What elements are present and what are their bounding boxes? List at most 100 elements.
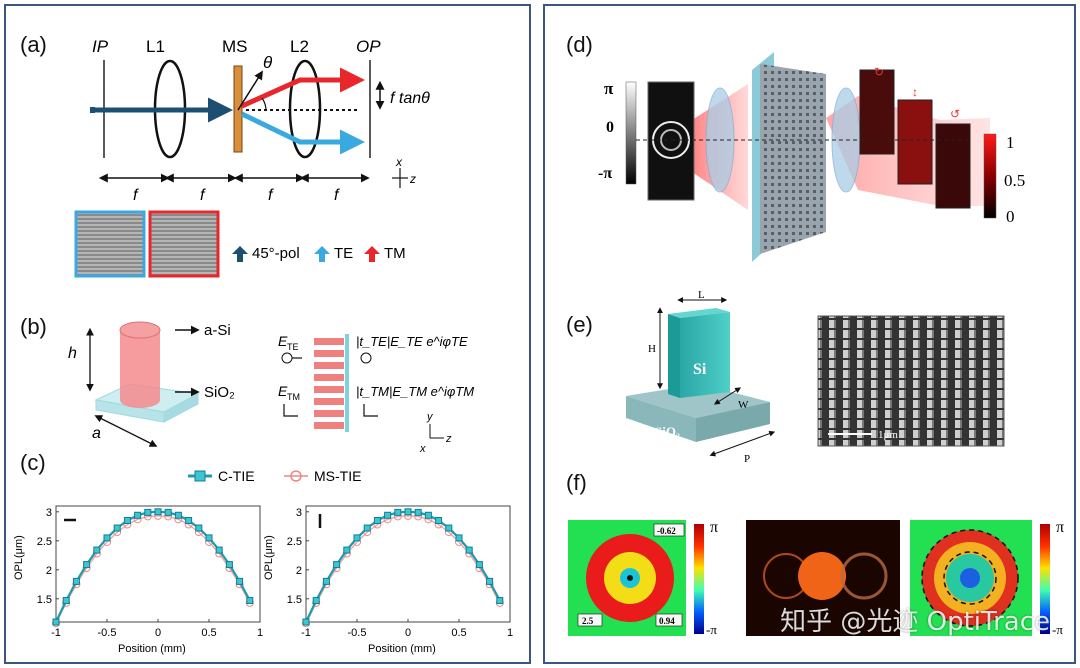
panel-f-label: (f): [566, 470, 587, 495]
data-point-c-tie: [465, 546, 473, 554]
data-point-c-tie: [246, 597, 254, 605]
xtick-label: 0.5: [201, 627, 216, 639]
pillar-top: [119, 321, 161, 339]
data-point-c-tie: [144, 508, 152, 516]
shift-label: f tanθ: [390, 90, 430, 107]
data-point-c-tie: [435, 517, 443, 524]
ytick-label: 2.5: [287, 536, 302, 548]
d-pi-label: π: [604, 79, 614, 98]
ytick-label: 3: [296, 507, 302, 519]
sem-image: [818, 316, 1004, 446]
xtick-label: 1: [507, 627, 513, 639]
w-arrow: [713, 387, 742, 405]
f-minus-pi-label-1: -π: [706, 622, 717, 637]
panel-b: (b) h a a-Si SiO₂ E TE E TM |: [20, 314, 474, 455]
te-out-of-plane-icon: [360, 352, 372, 364]
tm-beam: [240, 67, 365, 109]
value-box-2: [577, 613, 603, 627]
data-point-c-tie: [424, 511, 432, 519]
data-point-c-tie: [353, 534, 361, 542]
p-label: P: [744, 453, 750, 465]
te-beam: [240, 111, 365, 155]
legend-mstie-marker: [290, 470, 302, 482]
l-label: L: [698, 289, 705, 301]
xtick-label: 0.5: [451, 627, 466, 639]
cb-1-label: 1: [1006, 133, 1015, 152]
xtick-label: 1: [257, 627, 263, 639]
cb-05-label: 0.5: [1004, 171, 1025, 190]
ring-center: [627, 575, 633, 581]
panel-c: (c) C-TIE MS-TIE OPL(μm) Position (mm) 1…: [13, 450, 513, 655]
input-phase-image: [647, 81, 695, 201]
linear-pol-icon: ↕: [912, 85, 918, 99]
data-point-c-tie: [195, 524, 203, 532]
tm-axes-icon: [363, 404, 378, 417]
te-metasurface-image: [74, 210, 146, 278]
pol45-arrow-icon: [232, 246, 248, 262]
cb-0-label: 0: [1006, 207, 1015, 226]
data-point-c-tie: [164, 508, 172, 516]
right-figure-frame: [543, 4, 1076, 664]
xtick-label: -0.5: [348, 627, 367, 639]
axis-z-label: z: [409, 172, 416, 186]
panel-a: (a) IP L1 MS L2 OP θ f tanθ f f f f: [20, 32, 430, 278]
data-point-c-tie: [496, 597, 504, 605]
op-label: OP: [356, 37, 381, 56]
si-label: Si: [693, 361, 707, 378]
f-pi-label-1: π: [710, 519, 718, 536]
etm-axes-icon: [283, 404, 298, 417]
panel-a-label: (a): [20, 32, 47, 57]
ytick-label: 2.5: [37, 536, 52, 548]
data-point-c-tie: [174, 511, 182, 519]
theta-label: θ: [263, 53, 273, 72]
ip-label: IP: [92, 37, 109, 56]
panel-e-label: (e): [566, 312, 593, 337]
panel-d: (d) π 0 -π ↻ ↕ ↺ 1 0.5 0: [566, 32, 1025, 262]
width-arrow: [94, 415, 158, 447]
intensity-ring-3: [840, 552, 888, 600]
value-2: 2.5: [582, 616, 594, 626]
ytick-label: 2: [46, 565, 52, 577]
h-label: h: [68, 345, 77, 362]
e-substrate-front: [626, 396, 696, 442]
data-point-c-tie: [185, 517, 193, 524]
ete-out-of-plane-icon: [281, 352, 293, 364]
data-point-c-tie: [445, 524, 453, 532]
recovered-dashed-inner: [943, 551, 997, 605]
axis-x-label: x: [395, 155, 403, 169]
sio2-label: SiO₂: [204, 384, 235, 401]
data-point-c-tie: [486, 577, 494, 585]
asi-label: a-Si: [204, 322, 231, 339]
etm-sub: TM: [287, 392, 300, 402]
pillar-body: [120, 330, 160, 408]
value-box-1: [653, 523, 685, 537]
f-label-1: f: [133, 187, 139, 204]
tm-arrow-icon: [364, 246, 380, 262]
b-axis-x: x: [419, 443, 426, 455]
xtick-label: -1: [51, 627, 61, 639]
tm-metasurface-image: [148, 210, 220, 278]
data-point-c-tie: [302, 618, 310, 626]
left-figure-frame: [4, 4, 531, 664]
data-point-c-tie: [154, 508, 162, 516]
legend-ctie: C-TIE: [218, 468, 255, 484]
ms-label: MS: [222, 37, 248, 56]
data-point-c-tie: [123, 517, 131, 524]
data-point-c-tie: [83, 561, 91, 569]
b-axis-z: z: [445, 433, 452, 445]
legend-45pol: 45°-pol: [252, 245, 300, 262]
xtick-label: -0.5: [98, 627, 117, 639]
data-point-c-tie: [113, 524, 121, 532]
value-3: 0.94: [659, 616, 675, 626]
data-point-c-tie: [322, 577, 330, 585]
plot-1-xlabel: Position (mm): [118, 643, 186, 655]
te-arrow-icon: [314, 246, 330, 262]
a-label: a: [92, 425, 101, 442]
d-minus-pi-label: -π: [598, 165, 612, 182]
value-box-3: [655, 613, 683, 627]
data-point-c-tie: [384, 511, 392, 519]
xtick-label: 0: [155, 627, 161, 639]
data-point-c-tie: [475, 561, 483, 569]
